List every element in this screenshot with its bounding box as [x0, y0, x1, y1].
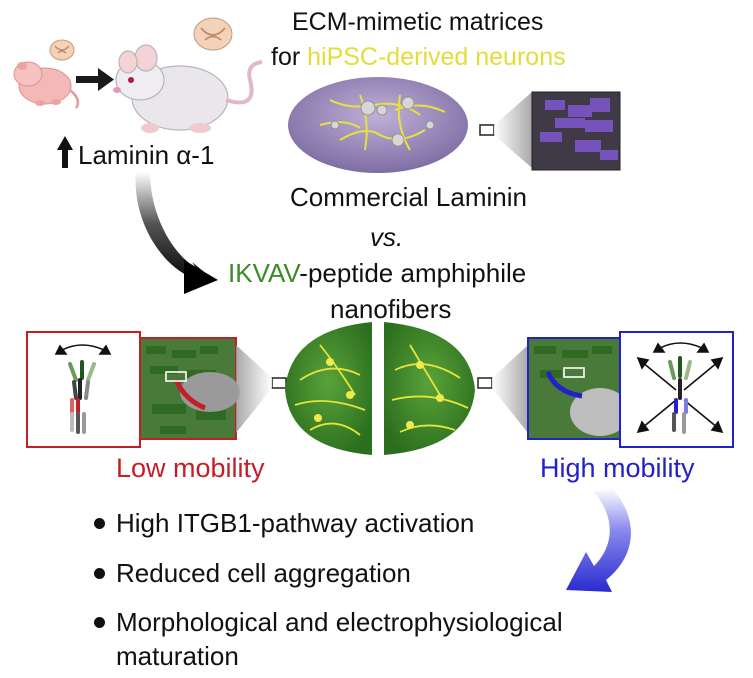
pup-to-adult-arrow-icon [76, 68, 114, 91]
outcome-item: High ITGB1-pathway activation [116, 508, 475, 538]
figure-title-line2: for hiPSC-derived neurons [271, 43, 566, 72]
up-arrow-icon [57, 136, 73, 168]
curved-blue-arrow-icon [566, 488, 631, 592]
low-mobility-panel [26, 331, 240, 448]
nanofibers-label: nanofibers [330, 294, 452, 324]
mouse-pup-icon [13, 61, 80, 109]
title-prefix: for [271, 43, 308, 71]
title-highlight: hiPSC-derived neurons [307, 43, 566, 71]
double-headed-arrow-icon-high [636, 342, 724, 434]
figure-title-line1: ECM-mimetic matrices [292, 8, 544, 36]
low-mobility-label: Low mobility [116, 453, 265, 483]
high-mobility-label: High mobility [540, 453, 695, 483]
high-mobility-panel [527, 331, 734, 448]
outcome-item-continuation: maturation [116, 641, 239, 671]
spinal-cord-icon [49, 17, 233, 61]
bullet-dot [94, 518, 105, 529]
ikvav-label: IKVAV-peptide amphiphile [228, 258, 526, 289]
outcome-item: Reduced cell aggregation [116, 558, 411, 588]
outcome-item: Morphological and electrophysiological [116, 607, 563, 637]
commercial-laminin-label: Commercial Laminin [290, 182, 527, 212]
curved-black-arrow-icon [135, 172, 218, 294]
adult-mouse-icon [113, 44, 263, 133]
bullet-dot [94, 568, 105, 579]
ikvav-highlight: IKVAV [228, 258, 300, 288]
vs-label: vs. [370, 222, 404, 252]
laminin-disc [288, 77, 621, 173]
bullet-dot [94, 617, 105, 628]
ikvav-nanofiber-disc [285, 322, 475, 455]
ikvav-rest: -peptide amphiphile [299, 258, 527, 288]
laminin-alpha1-label: Laminin α-1 [78, 140, 215, 170]
double-headed-arrow-icon [54, 344, 112, 355]
